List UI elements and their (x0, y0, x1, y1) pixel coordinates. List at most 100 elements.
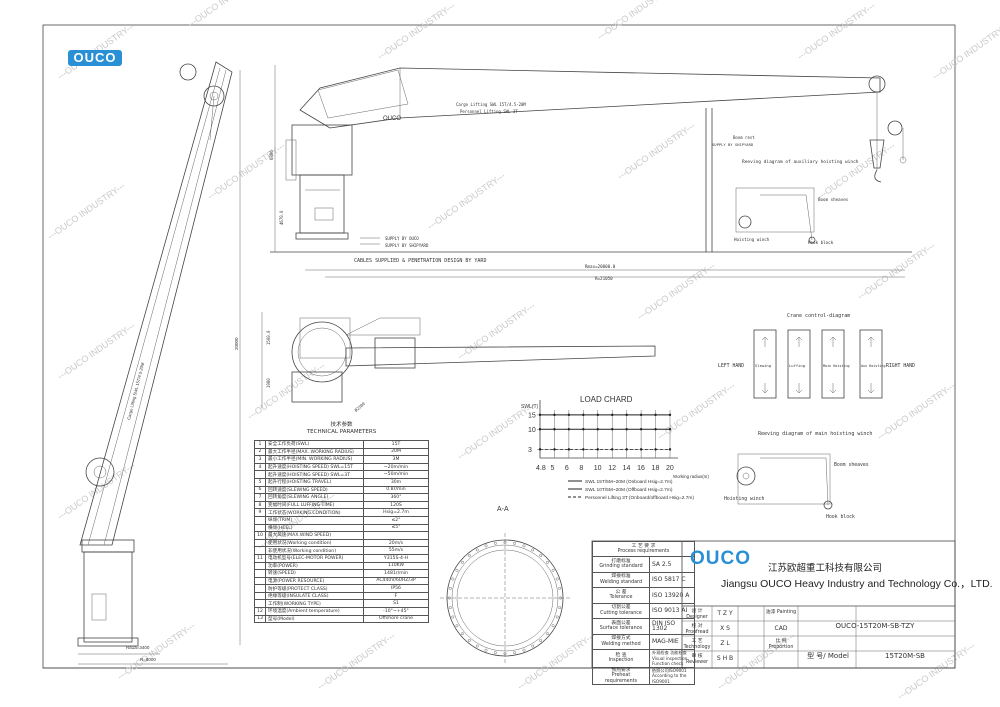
technology-value: Z L (720, 640, 730, 647)
control-mode-aux: Aux Hoisting (861, 364, 886, 368)
watermark-text: ---OUCO INDUSTRY--- (455, 300, 537, 361)
data-point (553, 413, 556, 417)
spec-cell-v: ≤2° (363, 515, 429, 525)
plan-dim-2: 1980 (266, 378, 271, 388)
spec-cell-v: 110KW (363, 561, 429, 571)
watermark-text: ---OUCO INDUSTRY--- (875, 380, 957, 441)
x-tick-label: 18 (652, 465, 660, 472)
cad-label: CAD (774, 625, 788, 632)
data-point (582, 448, 585, 451)
watermark-text: ---OUCO INDUSTRY--- (45, 180, 127, 241)
reeving-aux-title: Reeving diagram of auxiliary hoisting wi… (742, 159, 859, 165)
spec-cell-v: 3M (363, 455, 429, 464)
watermark-text: ---OUCO INDUSTRY--- (205, 140, 287, 201)
process-header-cn: 工 艺 要 求 (631, 543, 656, 549)
spec-cell-n: 10 (254, 531, 266, 540)
spec-cell-v: 120S (363, 500, 429, 510)
data-point (654, 413, 657, 417)
spec-row: 纵倾(TRIM)≤2° (254, 515, 429, 525)
bolt-hole (455, 624, 459, 628)
spec-cell-n (254, 591, 266, 601)
spec-cell-v: IP56 (363, 584, 429, 593)
spec-cell-v: -10°~+45° (363, 607, 429, 616)
main-boom-sheaves: Boom sheaves (834, 462, 869, 468)
spec-cell-v: 1481r/min (363, 569, 429, 578)
bolt-hole (475, 644, 479, 648)
spec-cell-v: 15T (363, 440, 429, 449)
bolt-hole (539, 554, 543, 557)
plan-dim-3: Ø2200 (353, 401, 366, 413)
left-dim-bottom: R=8000 (140, 657, 156, 662)
spec-cell-v: 30m (363, 477, 429, 487)
spec-cell-v: ~50m/min (363, 470, 429, 479)
watermark-text: ---OUCO INDUSTRY--- (855, 240, 937, 301)
legend-entry: SWL 10T/5M~20M (Offboard Hsig=2.7m) (585, 487, 673, 493)
bolt-hole (475, 548, 479, 552)
spec-cell-n: 9 (254, 508, 266, 517)
dim-rmax: Rmax=20000.0 (585, 264, 616, 269)
bolt-hole (522, 544, 526, 548)
bolt-hole (448, 596, 451, 600)
spec-row: 绝缘等级(INSULATE CLASS)F (254, 591, 429, 601)
boom-rest-label: Boom rest (733, 135, 755, 140)
section-aa (440, 533, 570, 663)
spec-cell-k: 绝缘等级(INSULATE CLASS) (265, 591, 364, 601)
bolt-hole (448, 606, 452, 610)
spec-cell-n (254, 523, 266, 533)
spec-title: 技术参数 TECHNICAL PARAMETERS (254, 422, 429, 436)
data-point (582, 428, 585, 431)
bolt-hole (503, 652, 507, 655)
dim-h1: 6800 (269, 150, 274, 160)
spec-row: 横倾(HEEL)≤5° (254, 523, 429, 533)
process-label-en: Tolerance (609, 595, 633, 601)
spec-cell-k: 电源(POWER RESOURCE) (265, 576, 364, 586)
spec-row: 电源(POWER RESOURCE)AC440V/60HZ/3P (254, 576, 429, 586)
x-tick-label: 5 (550, 465, 554, 472)
bolt-hole (546, 632, 549, 636)
watermark-text: ---OUCO INDUSTRY--- (115, 620, 197, 681)
data-point (625, 413, 628, 417)
legend-entry: Personnel Lifting 3T (Onboard/offboard H… (585, 495, 694, 501)
process-label-en: Welding method (601, 641, 641, 647)
spec-cell-v: F (363, 591, 429, 601)
designer-value: T Z Y (717, 610, 733, 617)
spec-cell-k: 最大风速(MAX.WIND SPEED) (265, 531, 364, 540)
process-label-cn: 检 查 (615, 652, 627, 658)
spec-cell-k: 功率(POWER) (265, 561, 364, 571)
data-point (596, 413, 599, 417)
bolt-hole (531, 644, 535, 648)
spec-cell-k: 起升速度(HOISTING SPEED) SWL=15T (265, 462, 364, 472)
x-tick-label: 4.8 (536, 465, 546, 472)
model-value: 15T20M-SB (885, 652, 925, 660)
process-label-cn: 表面公差 (611, 620, 631, 626)
spec-cell-n (254, 599, 266, 609)
bolt-hole (551, 624, 555, 628)
bolt-hole (448, 586, 452, 590)
drawing-number: OUCO-15T20M-SB-TZY (835, 622, 915, 630)
watermark-text: ---OUCO INDUSTRY--- (315, 630, 397, 691)
control-title: Crane control-diagram (787, 313, 850, 319)
y-axis-label: SWL(T) (521, 404, 539, 410)
spec-title-cn: 技术参数 (330, 422, 353, 428)
spec-cell-k: 回转速度(SLEWING SPEED) (265, 485, 364, 495)
watermark-text: ---OUCO INDUSTRY--- (425, 170, 507, 231)
spec-cell-n (254, 515, 266, 525)
process-label-cn: 焊接标准 (611, 574, 631, 580)
spec-cell-n (254, 584, 266, 593)
data-point (538, 413, 542, 417)
spec-cell-k: 变幅时间(FULL LUFFING TIME) (265, 500, 364, 510)
reeving-main-title: Reeving diagram of main hoisting winch (758, 431, 872, 437)
data-point (538, 448, 542, 451)
bolt-hole (555, 615, 559, 619)
x-tick-label: 20 (666, 465, 674, 472)
spec-cell-v: 55m/s (363, 546, 429, 555)
